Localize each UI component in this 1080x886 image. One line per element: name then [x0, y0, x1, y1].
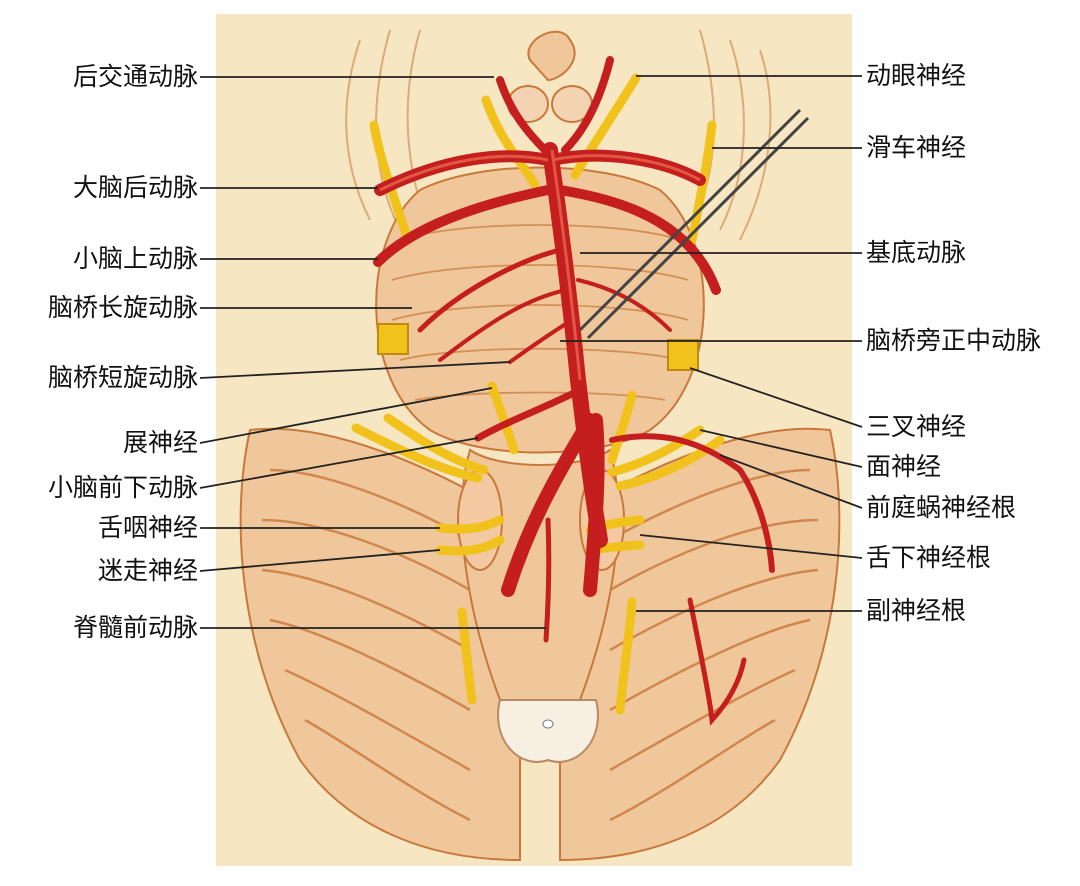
arteries: [373, 56, 775, 726]
artery-highlights: [379, 149, 701, 381]
label-superior-cerebellar-artery: 小脑上动脉: [72, 244, 198, 273]
label-oculomotor-nerve: 动眼神经: [866, 61, 967, 90]
label-anterior-spinal-artery: 脊髓前动脉: [72, 613, 198, 642]
label-accessory-nerve-root: 副神经根: [866, 596, 967, 625]
label-paramedian-pontine-artery: 脑桥旁正中动脉: [866, 326, 1042, 355]
label-abducens-nerve: 展神经: [122, 428, 198, 457]
optic-chiasm: [527, 30, 576, 82]
label-posterior-communicating-artery: 后交通动脉: [72, 62, 198, 91]
trigeminal-left: [377, 323, 409, 355]
label-trochlear-nerve: 滑车神经: [866, 133, 967, 162]
cerebellum-folia: [261, 468, 819, 822]
label-short-circumflex-pontine-artery: 脑桥短旋动脉: [47, 363, 198, 392]
label-trigeminal-nerve: 三叉神经: [866, 412, 967, 441]
label-facial-nerve: 面神经: [866, 452, 942, 481]
leader-lines: [199, 75, 863, 629]
label-posterior-cerebral-artery: 大脑后动脉: [72, 173, 198, 202]
label-long-circumflex-pontine-artery: 脑桥长旋动脉: [47, 293, 198, 322]
spinal-cord-section: [497, 699, 599, 763]
trigeminal-right: [667, 339, 699, 371]
label-glossopharyngeal-nerve: 舌咽神经: [97, 513, 198, 542]
probe: [578, 108, 810, 340]
label-hypoglossal-nerve-root: 舌下神经根: [866, 543, 992, 572]
pons-fibers: [391, 224, 689, 401]
anterior-spinal-artery: [543, 517, 552, 643]
label-vestibulocochlear-nerve-root: 前庭蜗神经根: [866, 493, 1017, 522]
label-vagus-nerve: 迷走神经: [97, 556, 198, 585]
label-basilar-artery: 基底动脉: [866, 238, 967, 267]
label-anterior-inferior-cerebellar-artery: 小脑前下动脉: [47, 473, 198, 502]
